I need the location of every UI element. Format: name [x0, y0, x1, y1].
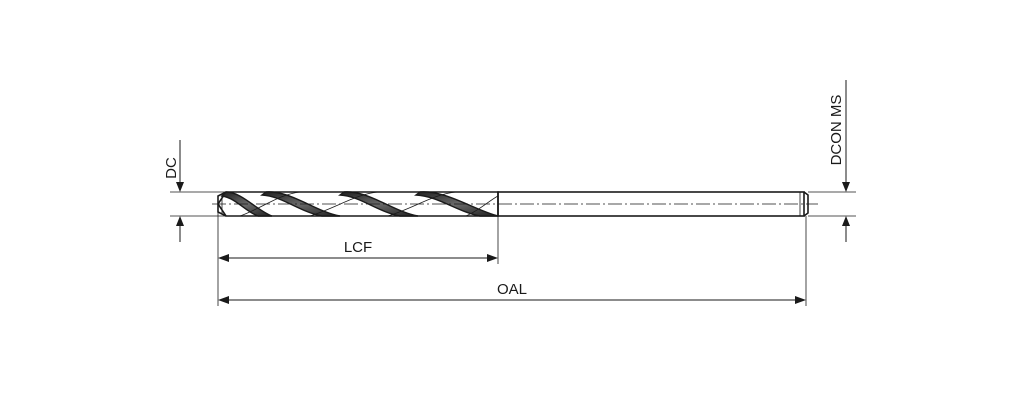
dc-label: DC: [163, 157, 180, 179]
flute-edge: [239, 191, 301, 217]
oal-arrow-left: [218, 296, 229, 304]
flute-edge: [465, 195, 499, 217]
dcon-ms-label: DCON MS: [828, 95, 845, 166]
oal-arrow-right: [795, 296, 806, 304]
flute-edge: [387, 191, 457, 217]
lcf-arrow-left: [218, 254, 229, 262]
dc-dimension: DC: [163, 140, 226, 242]
dcon-arrow-bottom: [842, 216, 850, 226]
dc-arrow-bottom: [176, 216, 184, 226]
drill-body: [212, 191, 818, 217]
lcf-dimension: LCF: [217, 212, 499, 264]
flute-edge: [309, 191, 379, 217]
lcf-arrow-right: [487, 254, 498, 262]
dc-arrow-top: [176, 182, 184, 192]
oal-label: OAL: [497, 281, 527, 298]
lcf-label: LCF: [344, 239, 372, 256]
dcon-ms-dimension: DCON MS: [808, 80, 856, 242]
oal-dimension: OAL: [217, 216, 807, 306]
dcon-arrow-top: [842, 182, 850, 192]
